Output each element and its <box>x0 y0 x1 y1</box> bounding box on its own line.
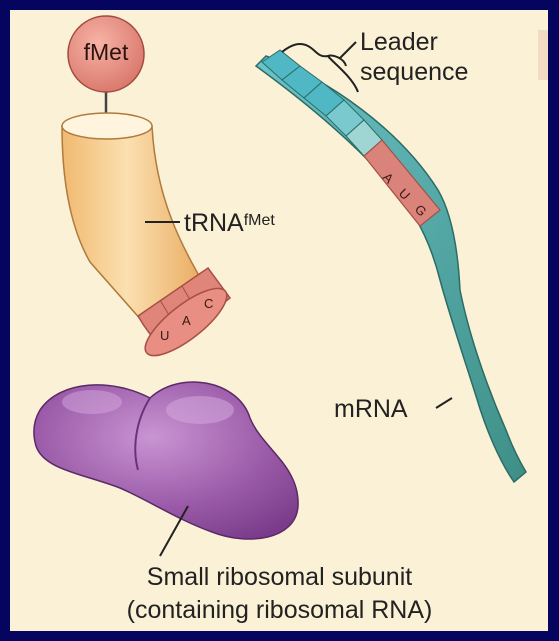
anticodon-3: C <box>204 296 213 311</box>
edge-shade <box>538 30 548 80</box>
anticodon-1: U <box>160 328 169 343</box>
mrna-pointer <box>436 398 452 408</box>
trna-top-opening <box>62 113 152 139</box>
trna-tube: U A C <box>62 113 236 366</box>
anticodon-2: A <box>182 313 191 328</box>
trna-label-main: tRNA <box>184 209 244 237</box>
subunit-label-line-1: Small ribosomal subunit <box>0 563 559 591</box>
fmet-label: fMet <box>60 38 152 66</box>
trna-label-superscript: fMet <box>244 212 275 229</box>
leader-label-line-2: sequence <box>360 58 468 86</box>
small-ribosomal-subunit <box>34 382 298 539</box>
leader-label-line-1: Leader <box>360 28 438 56</box>
fmet-group <box>68 16 144 116</box>
trna-label: tRNAfMet <box>184 209 275 237</box>
leader-pointer <box>340 42 356 58</box>
mrna-label: mRNA <box>334 395 408 423</box>
subunit-label-line-2: (containing ribosomal RNA) <box>0 596 559 624</box>
